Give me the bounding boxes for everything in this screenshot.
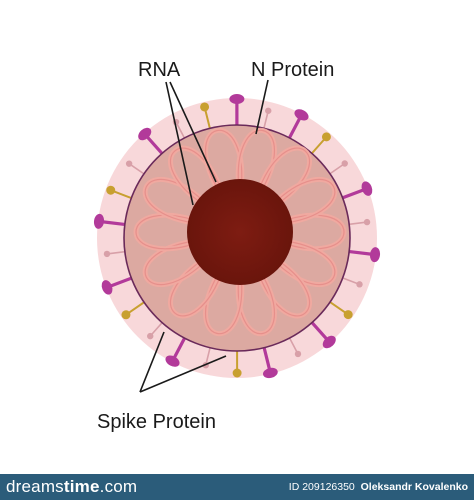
spike-protein [286, 109, 309, 142]
spike-protein [229, 94, 245, 129]
n-protein-label: N Protein [251, 59, 334, 81]
spike-protein [138, 127, 165, 157]
spike-protein [345, 247, 381, 263]
spike-protein [339, 181, 373, 201]
spike-protein [101, 275, 135, 295]
virus-diagram: RNA N Protein Spike Protein [93, 59, 381, 433]
spike-protein [165, 334, 188, 367]
rna-pointer-right [169, 81, 217, 183]
membrane-protein [121, 300, 147, 320]
envelope-protein [147, 320, 165, 340]
rna-loops [133, 127, 347, 337]
membrane-protein [232, 347, 242, 378]
membrane-protein [309, 132, 331, 156]
envelope-protein [287, 335, 302, 358]
spike-protein-label: Spike Protein [97, 411, 216, 433]
image-credit: ID 209126350 Oleksandr Kovalenko [288, 481, 468, 493]
spike-protein [309, 319, 336, 349]
stock-site-logo: dreamstime.com [6, 477, 138, 496]
spike-protein [93, 213, 129, 229]
envelope-protein [262, 107, 272, 132]
label-pointers [139, 79, 269, 393]
envelope-protein [327, 160, 348, 176]
envelope-protein [346, 218, 371, 226]
membrane-protein [200, 102, 212, 132]
rna-pointer-left [165, 81, 194, 206]
envelope-protein [103, 250, 128, 258]
n-protein-pointer [255, 79, 269, 135]
nucleocapsid-core [187, 179, 293, 285]
spike-pointer-right [139, 355, 227, 393]
spike-protein [262, 344, 278, 379]
envelope-protein [340, 276, 363, 288]
rna-loop [269, 176, 338, 227]
envelope-protein [125, 160, 147, 176]
surface-proteins [93, 94, 381, 379]
rna-label: RNA [138, 59, 181, 81]
membrane-protein [327, 299, 353, 320]
stock-footer: dreamstime.com ID 209126350 Oleksandr Ko… [0, 474, 474, 500]
membrane-protein [106, 185, 135, 200]
spike-pointer-left [139, 331, 165, 393]
